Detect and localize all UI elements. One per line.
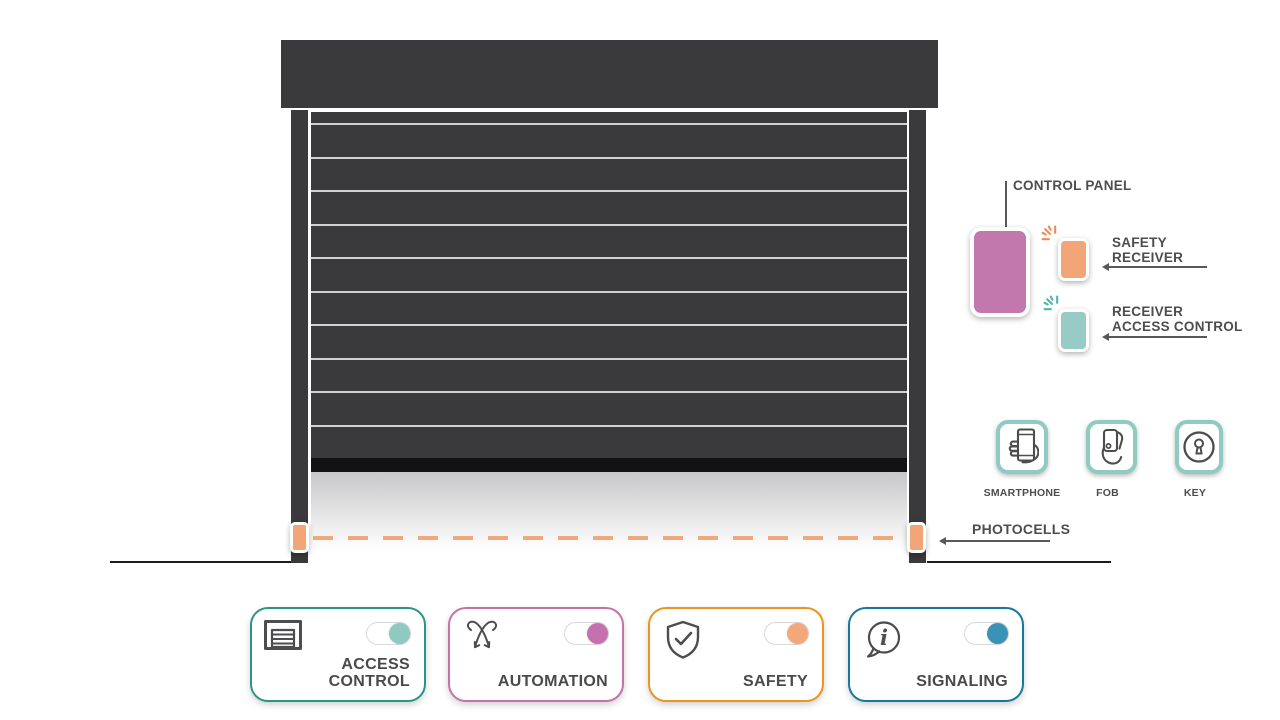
- arrow-head: [1102, 263, 1109, 271]
- fob-tile: [1086, 420, 1137, 474]
- door-slat: [311, 259, 907, 291]
- automation-toggle[interactable]: [564, 622, 609, 645]
- shield-check-icon: [666, 620, 700, 659]
- door-slat: [311, 393, 907, 425]
- key-icon: [1183, 431, 1215, 463]
- door-slat-line: [311, 357, 907, 360]
- feature-card-access-control: ACCESS CONTROL: [250, 607, 426, 702]
- fob-in-hand-icon: [1101, 428, 1123, 465]
- garage-door-rail-left: [291, 110, 308, 563]
- control-panel-box: [970, 227, 1030, 317]
- control-panel-label: CONTROL PANEL: [1013, 178, 1132, 193]
- smartphone-tile: [996, 420, 1048, 474]
- arrow-head: [1102, 333, 1109, 341]
- door-slat: [311, 159, 907, 191]
- key-tile: [1175, 420, 1223, 474]
- safety-receiver-label: SAFETY RECEIVER: [1112, 235, 1183, 265]
- toggle-knob: [389, 623, 410, 644]
- arrow-line: [1109, 266, 1207, 268]
- garage-door-curtain: [311, 112, 907, 458]
- card-label: ACCESS CONTROL: [328, 656, 410, 691]
- toggle-knob: [787, 623, 808, 644]
- door-slat: [311, 326, 907, 358]
- door-slat-line: [311, 156, 907, 159]
- door-slat: [311, 112, 907, 123]
- toggle-knob: [587, 623, 608, 644]
- door-slat: [311, 226, 907, 258]
- arrow-line: [946, 540, 1050, 542]
- feature-card-safety: SAFETY: [648, 607, 824, 702]
- card-label: SIGNALING: [916, 673, 1008, 691]
- garage-door-icon: [264, 620, 302, 650]
- door-slat-line: [311, 424, 907, 427]
- toggle-knob: [987, 623, 1008, 644]
- arrow-head: [939, 537, 946, 545]
- ground-line-right: [927, 561, 1111, 563]
- photocell-sensor-right: [907, 522, 926, 553]
- svg-text:i: i: [880, 625, 888, 650]
- smartphone-label: SMARTPHONE: [983, 487, 1061, 499]
- garage-door-hood: [281, 40, 938, 108]
- door-slat-line: [311, 190, 907, 192]
- arrow-line: [1005, 181, 1007, 236]
- door-slat-line: [311, 257, 907, 259]
- photocells-label: PHOTOCELLS: [972, 521, 1071, 537]
- feature-card-automation: AUTOMATION: [448, 607, 624, 702]
- signal-sparkle-icon: [1041, 225, 1057, 241]
- signaling-toggle[interactable]: [964, 622, 1009, 645]
- label-line: SIGNALING: [916, 673, 1008, 691]
- fob-label: FOB: [1096, 487, 1119, 499]
- access-control-receiver-box: [1058, 309, 1089, 352]
- door-slat: [311, 427, 907, 459]
- label-line: CONTROL: [328, 673, 410, 691]
- door-slat: [311, 125, 907, 157]
- label-line: ACCESS: [341, 656, 410, 674]
- key-label: KEY: [1183, 487, 1207, 499]
- door-slat: [311, 192, 907, 224]
- arrow-line: [1109, 336, 1207, 338]
- receiver-access-control-label: RECEIVER ACCESS CONTROL: [1112, 304, 1243, 334]
- feature-card-signaling: i SIGNALING: [848, 607, 1024, 702]
- access-control-toggle[interactable]: [366, 622, 411, 645]
- card-label: AUTOMATION: [497, 673, 608, 691]
- card-label: SAFETY: [742, 673, 808, 691]
- safety-receiver-box: [1058, 238, 1089, 281]
- label-line: RECEIVER: [1112, 250, 1184, 266]
- door-slat-line: [311, 123, 907, 125]
- label-line: SAFETY: [1112, 235, 1167, 250]
- door-slat: [311, 293, 907, 325]
- automation-orbit-icon: [466, 620, 498, 649]
- label-line: AUTOMATION: [497, 673, 608, 691]
- ground-line-left: [110, 561, 291, 563]
- door-slat: [311, 360, 907, 392]
- photocell-beam: [313, 536, 907, 540]
- label-line: SAFETY: [742, 673, 808, 691]
- label-line: RECEIVER: [1112, 304, 1184, 319]
- door-opening-gradient: [311, 472, 907, 561]
- label-line: ACCESS CONTROL: [1112, 319, 1243, 335]
- door-slat-line: [311, 391, 907, 393]
- smartphone-in-hand-icon: [1008, 428, 1039, 464]
- door-slat-line: [311, 324, 907, 326]
- safety-toggle[interactable]: [764, 622, 809, 645]
- garage-door-rail-right: [909, 110, 926, 563]
- door-slat-line: [311, 290, 907, 293]
- door-slat-line: [311, 223, 907, 226]
- photocell-sensor-left: [290, 522, 309, 553]
- speech-bubble-info-icon: i: [866, 621, 901, 658]
- signal-sparkle-icon: [1043, 295, 1059, 311]
- door-bottom-edge: [311, 458, 907, 472]
